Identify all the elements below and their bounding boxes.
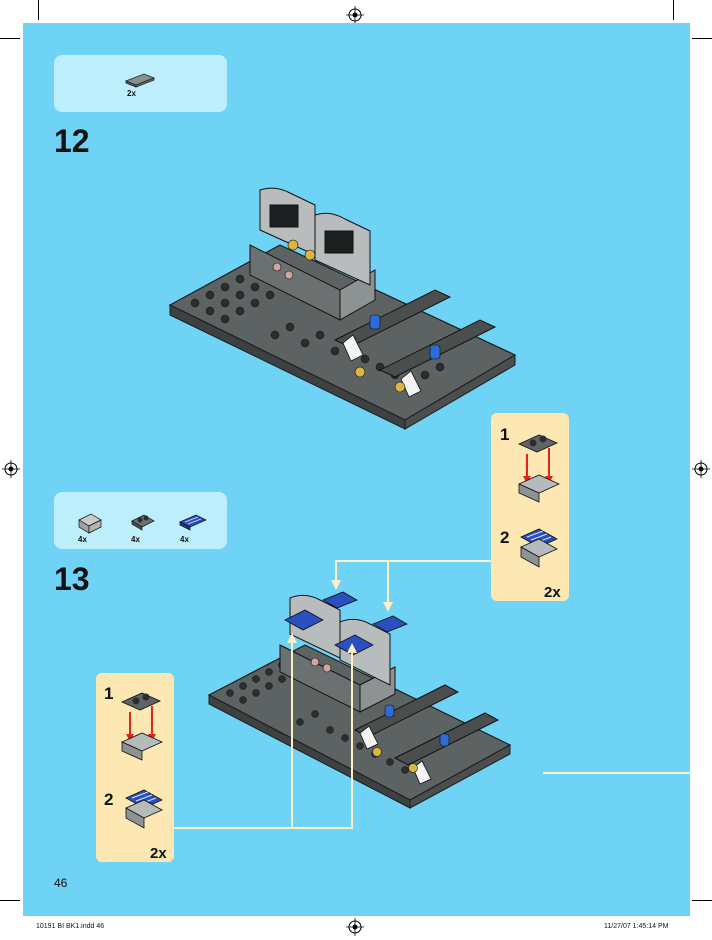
timestamp-slug: 11/27/07 1:45:14 PM bbox=[604, 923, 668, 930]
subassembly-step-number: 1 bbox=[104, 684, 113, 704]
file-slug: 10191 BI BK1.indd 46 bbox=[36, 923, 104, 930]
subassembly-left-step2-illustration bbox=[122, 788, 166, 832]
subassembly-left-step1-illustration bbox=[118, 690, 168, 762]
subassembly-quantity: 2x bbox=[150, 845, 167, 862]
page-number: 46 bbox=[54, 876, 67, 890]
subassembly-step-number: 2 bbox=[104, 790, 113, 810]
